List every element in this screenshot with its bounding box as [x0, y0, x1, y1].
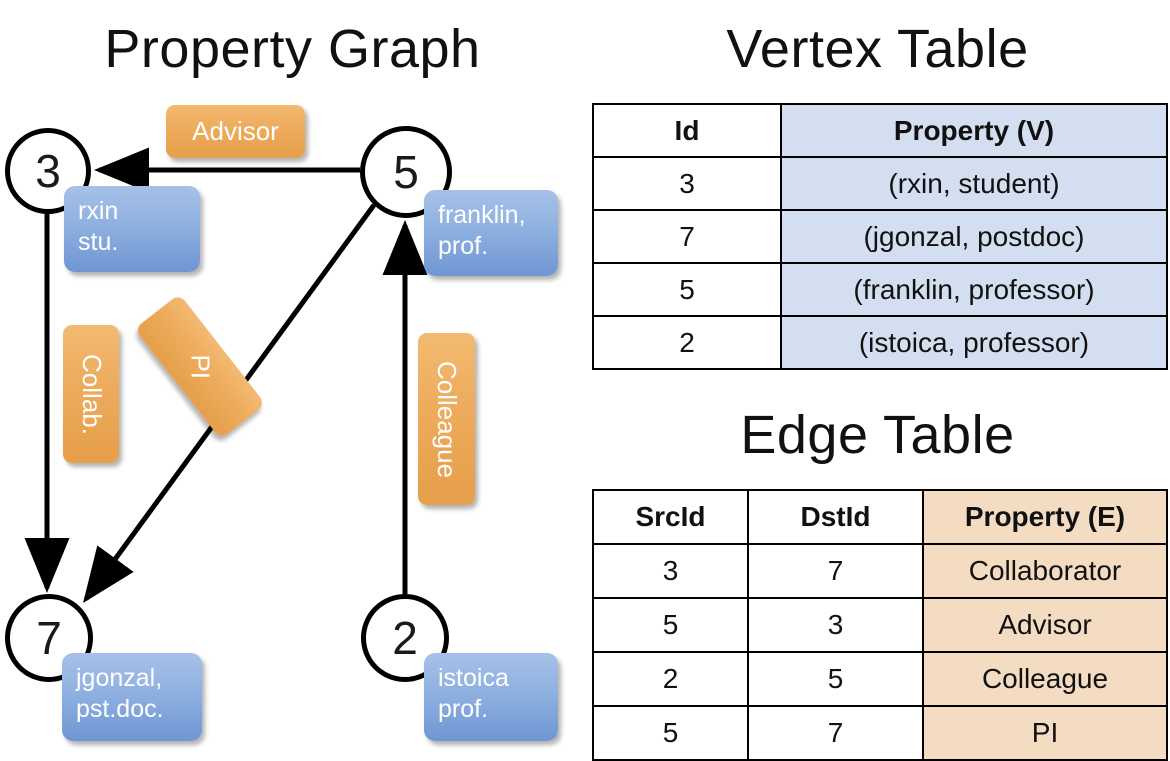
property-graph-title: Property Graph — [104, 19, 481, 79]
edge-table-title: Edge Table — [740, 405, 1015, 465]
edge-table-header-property: Property (E) — [922, 489, 1168, 545]
colleague-label: Colleague — [418, 333, 475, 505]
graph-node-3-id: 3 — [35, 145, 61, 197]
vertex-cell-property: (jgonzal, postdoc) — [780, 209, 1168, 264]
edge-table-header-dstid: DstId — [747, 489, 924, 545]
vertex-table-header-id: Id — [592, 103, 782, 158]
vertex-cell-property: (istoica, professor) — [780, 315, 1168, 370]
edge-cell-dstid: 7 — [747, 543, 924, 599]
edge-cell-dstid: 3 — [747, 597, 924, 653]
edge-table-header-srcid: SrcId — [592, 489, 749, 545]
vertex-table-header-property: Property (V) — [780, 103, 1168, 158]
graph-node-2-id: 2 — [392, 612, 418, 664]
edge-cell-property: Collaborator — [922, 543, 1168, 599]
vertex-table-title: Vertex Table — [726, 19, 1029, 79]
edge-cell-dstid: 5 — [747, 651, 924, 707]
table-row: 3 7 Collaborator — [592, 543, 1168, 599]
edge-cell-dstid: 7 — [747, 705, 924, 761]
edge-cell-property: Colleague — [922, 651, 1168, 707]
node-3-property-box: rxin stu. — [64, 186, 200, 272]
graph-node-7-id: 7 — [36, 612, 62, 664]
node-2-property-box: istoica prof. — [424, 653, 558, 741]
graph-node-5[interactable]: 5 — [360, 126, 452, 218]
colleague-label-text: Colleague — [432, 360, 462, 478]
vertex-table-header-row: Id Property (V) — [592, 103, 1168, 158]
graph-node-2[interactable]: 2 — [361, 594, 449, 682]
vertex-cell-id: 3 — [592, 156, 782, 211]
vertex-cell-property: (franklin, professor) — [780, 262, 1168, 317]
graph-node-5-id: 5 — [393, 146, 419, 198]
node-7-property-box: jgonzal, pst.doc. — [62, 653, 202, 741]
edge-table: SrcId DstId Property (E) 3 7 Collaborato… — [592, 489, 1168, 761]
vertex-cell-id: 5 — [592, 262, 782, 317]
table-row: 2 (istoica, professor) — [592, 315, 1168, 370]
vertex-table: Id Property (V) 3 (rxin, student) 7 (jgo… — [592, 103, 1168, 370]
edge-cell-srcid: 3 — [592, 543, 749, 599]
edge-cell-srcid: 5 — [592, 705, 749, 761]
advisor-label-text: Advisor — [192, 116, 279, 146]
vertex-cell-property: (rxin, student) — [780, 156, 1168, 211]
table-row: 7 (jgonzal, postdoc) — [592, 209, 1168, 264]
edge-table-header-row: SrcId DstId Property (E) — [592, 489, 1168, 545]
table-row: 2 5 Colleague — [592, 651, 1168, 707]
table-row: 5 3 Advisor — [592, 597, 1168, 653]
table-row: 3 (rxin, student) — [592, 156, 1168, 211]
table-row: 5 7 PI — [592, 705, 1168, 761]
edge-cell-srcid: 2 — [592, 651, 749, 707]
collab-label: Collab. — [63, 325, 119, 463]
vertex-cell-id: 7 — [592, 209, 782, 264]
property-graph-panel: Property Graph 3 5 7 2 rxin stu. frankli… — [0, 0, 585, 760]
collab-label-text: Collab. — [76, 353, 107, 435]
pi-label-text: PI — [185, 354, 216, 379]
vertex-cell-id: 2 — [592, 315, 782, 370]
edge-cell-srcid: 5 — [592, 597, 749, 653]
node-5-property-box: franklin, prof. — [424, 190, 558, 276]
table-row: 5 (franklin, professor) — [592, 262, 1168, 317]
edge-cell-property: PI — [922, 705, 1168, 761]
edge-cell-property: Advisor — [922, 597, 1168, 653]
advisor-label: Advisor — [166, 105, 305, 158]
